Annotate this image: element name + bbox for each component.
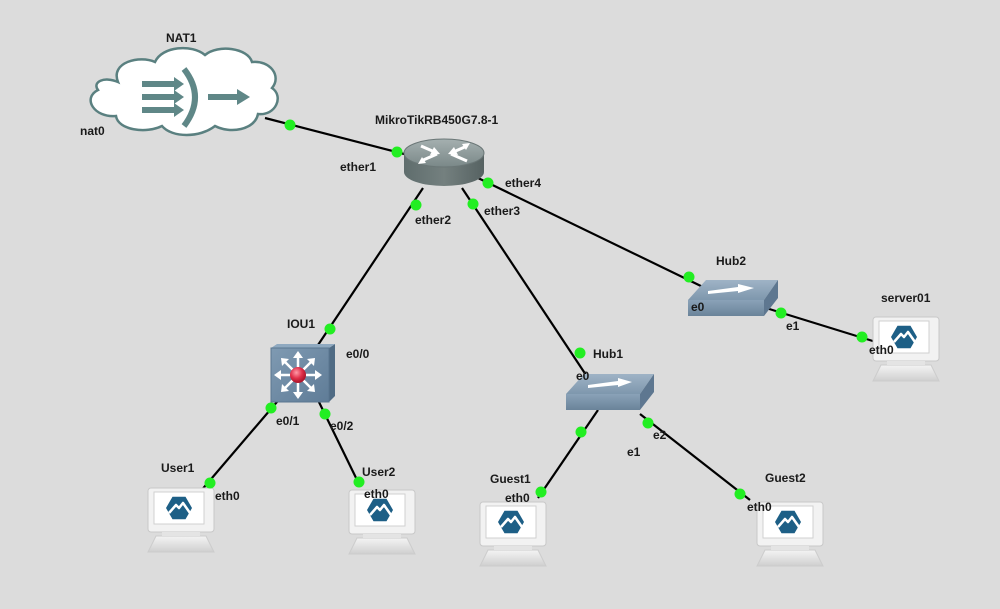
port-label-user1-eth0: eth0 xyxy=(215,489,240,503)
alpine-host-icon xyxy=(872,316,940,382)
port-dot-hub1-e1 xyxy=(575,426,587,438)
port-dot-guest1-eth0 xyxy=(535,486,547,498)
node-label-user2[interactable]: User2 xyxy=(362,465,396,479)
node-guest2[interactable] xyxy=(756,501,824,567)
port-label-guest1-eth0: eth0 xyxy=(505,491,530,505)
port-dot-server01-eth0 xyxy=(856,331,868,343)
hub2-side xyxy=(764,280,778,316)
node-router[interactable] xyxy=(403,138,485,186)
port-dot-ether2 xyxy=(410,199,422,211)
node-user1[interactable] xyxy=(147,487,215,553)
node-label-guest2[interactable]: Guest2 xyxy=(765,471,806,485)
port-label-ether3: ether3 xyxy=(484,204,521,218)
hub1-front xyxy=(566,394,640,410)
nat-cloud-icon xyxy=(89,46,279,137)
node-label-server01[interactable]: server01 xyxy=(881,291,931,305)
port-label-hub1-e0: e0 xyxy=(576,369,590,383)
node-nat1[interactable] xyxy=(89,46,279,137)
iou-center-ball xyxy=(290,367,306,383)
nat-arrows-icon xyxy=(142,67,250,128)
node-user2[interactable] xyxy=(348,489,416,555)
alpine-host-icon xyxy=(756,501,824,567)
port-label-ether1: ether1 xyxy=(340,160,377,174)
port-dot-ether1 xyxy=(391,146,403,158)
hub-arrow-icon xyxy=(588,378,632,388)
port-dot-hub2-e0 xyxy=(683,271,695,283)
port-dot-hub1-e2 xyxy=(642,417,654,429)
link-router-iou1[interactable] xyxy=(317,187,424,346)
port-label-iou-e01: e0/1 xyxy=(276,414,300,428)
node-label-user1[interactable]: User1 xyxy=(161,461,195,475)
port-dot-user2-eth0 xyxy=(353,476,365,488)
port-dot-nat0 xyxy=(284,119,296,131)
port-label-hub2-e0: e0 xyxy=(691,300,705,314)
router-arrows-icon xyxy=(418,143,470,164)
port-label-nat0: nat0 xyxy=(80,124,105,138)
hub2-front xyxy=(688,300,764,316)
node-server01[interactable] xyxy=(872,316,940,382)
port-dot-iou-e01 xyxy=(265,402,277,414)
port-dot-iou-e02 xyxy=(319,408,331,420)
node-guest1[interactable] xyxy=(479,501,547,567)
node-label-hub2[interactable]: Hub2 xyxy=(716,254,746,268)
port-label-hub1-e1: e1 xyxy=(627,445,641,459)
port-label-iou-e00: e0/0 xyxy=(346,347,370,361)
hub-arrow-icon xyxy=(708,284,754,294)
iou-side xyxy=(329,344,335,402)
node-hub2[interactable] xyxy=(688,280,778,316)
port-label-server01-eth0: eth0 xyxy=(869,343,894,357)
alpine-host-icon xyxy=(479,501,547,567)
port-label-hub1-e2: e2 xyxy=(653,428,667,442)
router-top xyxy=(403,138,485,168)
port-indicators xyxy=(204,119,868,500)
iou-top xyxy=(271,344,335,348)
port-label-user2-eth0: eth0 xyxy=(364,487,389,501)
port-dot-iou-e00 xyxy=(324,323,336,335)
port-label-ether2: ether2 xyxy=(415,213,452,227)
node-iou1[interactable] xyxy=(270,344,335,403)
link-hub1-guest1[interactable] xyxy=(537,409,599,499)
node-label-iou1[interactable]: IOU1 xyxy=(287,317,316,331)
port-label-ether4: ether4 xyxy=(505,176,542,190)
node-label-hub1[interactable]: Hub1 xyxy=(593,347,623,361)
link-router-hub2[interactable] xyxy=(477,177,706,289)
node-label-router[interactable]: MikroTikRB450G7.8-1 xyxy=(375,113,499,127)
node-label-guest1[interactable]: Guest1 xyxy=(490,472,531,486)
node-label-nat1[interactable]: NAT1 xyxy=(166,31,197,45)
alpine-host-icon xyxy=(348,489,416,555)
port-dot-hub1-e0 xyxy=(574,347,586,359)
port-dot-ether3 xyxy=(467,198,479,210)
port-dot-hub2-e1 xyxy=(775,307,787,319)
port-dot-user1-eth0 xyxy=(204,477,216,489)
port-label-guest2-eth0: eth0 xyxy=(747,500,772,514)
node-hub1[interactable] xyxy=(566,374,654,410)
link-hub1-guest2[interactable] xyxy=(639,413,751,501)
port-label-iou-e02: e0/2 xyxy=(330,419,354,433)
port-label-hub2-e1: e1 xyxy=(786,319,800,333)
link-router-hub1[interactable] xyxy=(461,187,589,379)
port-dot-guest2-eth0 xyxy=(734,488,746,500)
port-dot-ether4 xyxy=(482,177,494,189)
hub1-side xyxy=(640,374,654,410)
alpine-host-icon xyxy=(147,487,215,553)
